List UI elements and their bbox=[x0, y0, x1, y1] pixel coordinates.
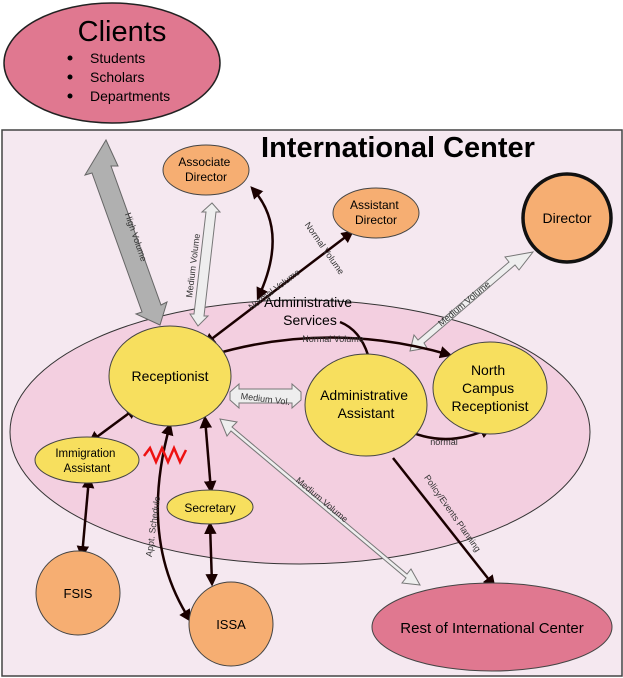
clients-item-scholars: Scholars bbox=[90, 69, 144, 85]
north-campus-receptionist-label: North Campus Receptionist bbox=[451, 362, 528, 414]
receptionist-label: Receptionist bbox=[131, 368, 208, 384]
director-label: Director bbox=[542, 210, 591, 226]
medium-volume-rest-arrow bbox=[219, 418, 421, 586]
fsis-label: FSIS bbox=[64, 586, 93, 601]
policy-events-arrow bbox=[392, 457, 496, 588]
clients-node bbox=[3, 2, 221, 124]
immigration-fsis-arrow bbox=[76, 475, 95, 559]
high-volume-arrow bbox=[83, 138, 168, 326]
clients-title: Clients bbox=[78, 16, 167, 48]
rest-of-center-label: Rest of International Center bbox=[400, 620, 583, 637]
receptionist-secretary-arrow bbox=[199, 415, 217, 494]
clients-item-departments: Departments bbox=[90, 88, 170, 104]
clients-item-students: Students bbox=[90, 50, 145, 66]
director-node bbox=[521, 172, 613, 264]
receptionist-node bbox=[108, 325, 232, 427]
immigration-assistant-label: Immigration Assistant bbox=[55, 448, 118, 475]
rest-of-center-node bbox=[371, 582, 613, 672]
medium-vol-admin-arrow bbox=[229, 382, 302, 410]
associate-director-node bbox=[162, 144, 250, 196]
associate-director-label: Associate Director bbox=[178, 155, 233, 184]
assistant-director-node bbox=[332, 187, 420, 239]
normal-volume-north-arrow bbox=[209, 336, 453, 359]
international-center-title: International Center bbox=[261, 132, 535, 164]
fsis-node bbox=[35, 550, 121, 636]
administrative-assistant-node bbox=[304, 353, 428, 457]
assistant-director-label: Assistant Director bbox=[350, 198, 402, 227]
admin-to-admin-assistant-arrow bbox=[339, 320, 370, 356]
normal-volume-north-label: Normal Volume bbox=[302, 334, 364, 344]
immigration-assistant-node bbox=[34, 436, 140, 484]
secretary-label: Secretary bbox=[184, 501, 235, 515]
clients-list: Students Scholars Departments bbox=[67, 50, 170, 104]
north-campus-receptionist-node bbox=[432, 341, 548, 435]
issa-node bbox=[188, 581, 274, 667]
issa-label: ISSA bbox=[216, 617, 246, 632]
normal-admin-north-label: normal bbox=[430, 437, 458, 447]
secretary-node bbox=[166, 489, 254, 525]
conflict-zigzag bbox=[143, 444, 188, 466]
secretary-issa-arrow bbox=[204, 521, 218, 587]
receptionist-immigration-arrow bbox=[87, 406, 139, 444]
administrative-assistant-label: Administrative Assistant bbox=[320, 387, 412, 421]
normal-volume-asst-arrow bbox=[203, 230, 354, 346]
